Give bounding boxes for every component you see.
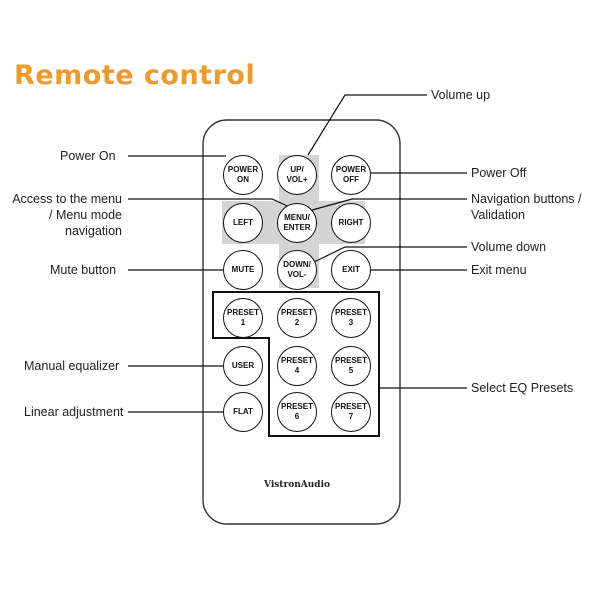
- button-label: EXIT: [342, 265, 360, 274]
- button-label: 5: [348, 366, 354, 375]
- exit-button[interactable]: EXIT: [331, 250, 371, 290]
- button-label: PRESET: [334, 308, 367, 317]
- button-label: MUTE: [231, 265, 255, 274]
- label-access-menu: Access to the menu / Menu mode navigatio…: [12, 192, 122, 238]
- label-volume-up: Volume up: [431, 88, 491, 102]
- button-label: PRESET: [280, 402, 313, 411]
- navigation-line: [304, 198, 467, 213]
- label-manual-eq: Manual equalizer: [24, 359, 120, 373]
- button-label: 1: [240, 318, 246, 327]
- button-label: 3: [348, 318, 354, 327]
- preset-bracket: [212, 291, 380, 437]
- button-label: ENTER: [283, 223, 311, 232]
- volume-up-line: [307, 94, 427, 156]
- button-label: PRESET: [226, 308, 259, 317]
- brand-logo-text: VistronAudio: [264, 480, 330, 490]
- label-exit: Exit menu: [471, 263, 527, 277]
- button-label: VOL+: [286, 175, 308, 184]
- button-label: FLAT: [233, 407, 253, 416]
- flat-button[interactable]: FLAT: [223, 392, 263, 432]
- button-label: UP/: [290, 165, 304, 174]
- user-button[interactable]: USER: [223, 346, 263, 386]
- button-label: POWER: [227, 165, 259, 174]
- left-button[interactable]: LEFT: [223, 203, 263, 243]
- label-navigation: Navigation buttons / Validation: [471, 192, 582, 222]
- button-label: POWER: [335, 165, 367, 174]
- label-select-eq: Select EQ Presets: [471, 381, 574, 395]
- menu-enter-button[interactable]: MENU/ENTER: [277, 203, 317, 243]
- volume-down-line: [313, 246, 467, 263]
- label-power-on: Power On: [60, 149, 116, 163]
- button-label: DOWN/: [283, 260, 311, 269]
- button-label: 6: [294, 412, 300, 421]
- button-label: PRESET: [334, 402, 367, 411]
- mute-button[interactable]: MUTE: [223, 250, 263, 290]
- volume-down-button[interactable]: DOWN/VOL-: [277, 250, 317, 290]
- button-label: OFF: [343, 175, 359, 184]
- button-label: ON: [237, 175, 249, 184]
- button-label: LEFT: [233, 218, 253, 227]
- button-label: 2: [294, 318, 300, 327]
- button-label: MENU/: [284, 213, 310, 222]
- button-label: RIGHT: [338, 218, 364, 227]
- label-mute: Mute button: [50, 263, 117, 277]
- button-label: PRESET: [334, 356, 367, 365]
- button-label: 4: [294, 366, 300, 375]
- button-label: 7: [348, 412, 354, 421]
- button-label: USER: [231, 361, 255, 370]
- label-power-off: Power Off: [471, 166, 527, 180]
- page-title: Remote control: [14, 60, 256, 91]
- right-button[interactable]: RIGHT: [331, 203, 371, 243]
- button-label: PRESET: [280, 356, 313, 365]
- button-label: VOL-: [287, 270, 307, 279]
- label-volume-down: Volume down: [471, 240, 547, 254]
- label-linear: Linear adjustment: [24, 405, 124, 419]
- volume-up-button[interactable]: UP/VOL+: [277, 155, 317, 195]
- button-label: PRESET: [280, 308, 313, 317]
